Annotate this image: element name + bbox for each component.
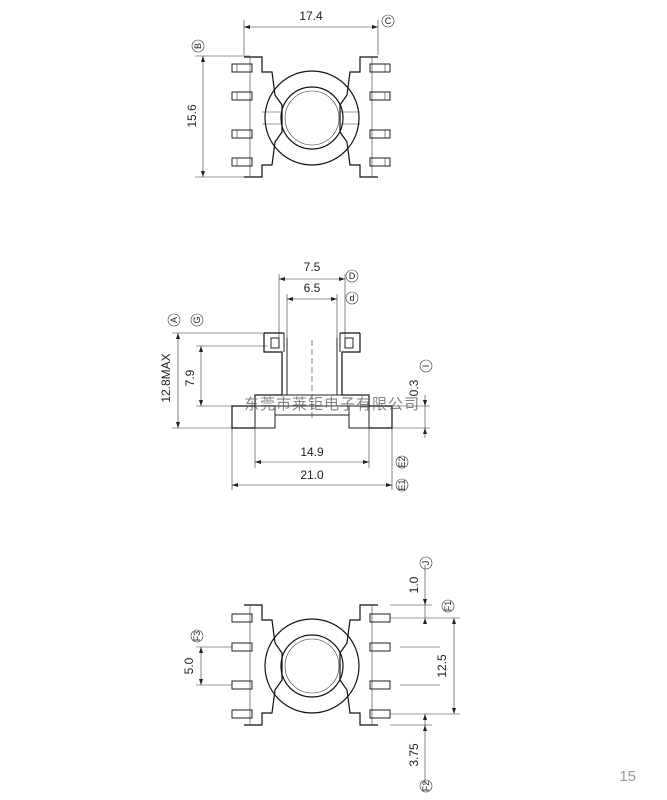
bottom-tag-f1: F1	[443, 601, 453, 612]
bottom-view: 5.0 F3 1.0 J F1 12.5 3.75 F2	[182, 556, 460, 793]
company-watermark: 东莞市莱钜电子有限公司	[244, 395, 420, 413]
top-height-tag: B	[193, 43, 203, 49]
top-width-dim: 17.4	[299, 9, 323, 23]
top-left-pins	[231, 63, 253, 167]
side-outer-diameter-dim: 7.5	[304, 260, 321, 274]
bottom-right-pins	[369, 613, 391, 719]
bottom-pitch-dim: 5.0	[182, 657, 196, 674]
bottom-bottom-offset-dim: 3.75	[407, 743, 421, 767]
top-width-tag: C	[385, 16, 392, 26]
bottom-top-offset-dim: 1.0	[407, 576, 421, 593]
bottom-tag-j: J	[421, 561, 431, 566]
side-tag-i: I	[421, 365, 431, 368]
side-view: 7.5 D 6.5 d A G 12.8MAX 7.9	[159, 260, 433, 492]
side-tag-a: A	[169, 317, 179, 323]
top-view: 17.4 C 15.6 B	[185, 9, 395, 178]
bottom-tag-f3: F3	[192, 631, 202, 642]
side-outer-diameter-tag: D	[349, 271, 356, 281]
bottom-tag-f2: F2	[421, 781, 431, 792]
side-tag-g: G	[192, 316, 202, 323]
side-pin-thickness-dim: 0.3	[407, 379, 421, 396]
top-right-pins	[369, 63, 391, 167]
side-inner-diameter-dim: 6.5	[304, 281, 321, 295]
page-number: 15	[619, 768, 636, 785]
side-inner-diameter-tag: d	[349, 293, 354, 303]
side-tag-e1: E1	[397, 479, 407, 490]
side-tag-e2: E2	[397, 456, 407, 467]
top-height-dim: 15.6	[185, 104, 199, 128]
side-total-height-dim: 12.8MAX	[159, 353, 173, 402]
bottom-left-pins	[231, 613, 253, 719]
side-core-height-dim: 7.9	[183, 369, 197, 386]
side-base-outer-dim: 21.0	[300, 468, 324, 482]
bottom-row-spacing-dim: 12.5	[435, 654, 449, 678]
side-base-inner-dim: 14.9	[300, 445, 324, 459]
